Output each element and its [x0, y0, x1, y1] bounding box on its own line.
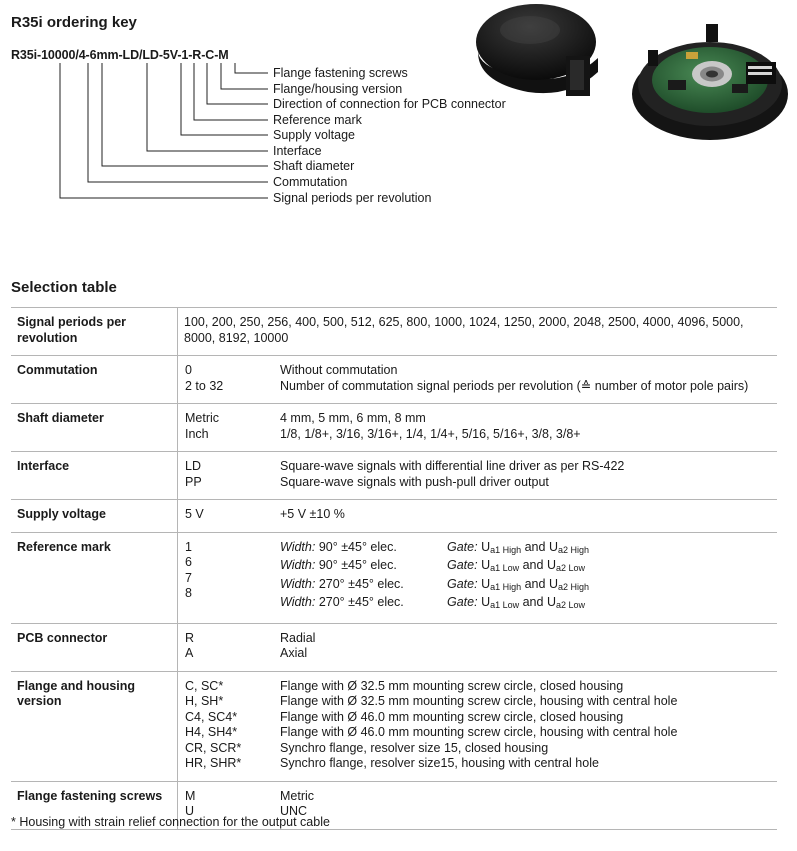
code: 6 — [185, 555, 192, 569]
code: 7 — [185, 570, 192, 585]
key-label-flange-screws: Flange fastening screws — [273, 66, 408, 80]
description: Synchro flange, resolver size15, housing… — [280, 756, 599, 770]
code: C4, SC4* — [185, 709, 238, 724]
description: Flange with Ø 46.0 mm mounting screw cir… — [280, 709, 624, 724]
ordering-key-title: R35i ordering key — [11, 14, 137, 31]
description: 4 mm, 5 mm, 6 mm, 8 mm — [280, 411, 426, 425]
ordering-code: R35i-10000/4-6mm-LD/LD-5V-1-R-C-M — [11, 48, 229, 62]
table-row: Interface LD PP Square-wave signals with… — [11, 451, 777, 500]
code: CR, SCR* — [185, 740, 242, 755]
table-row: Signal periods per revolution 100, 200, … — [11, 307, 777, 356]
param-reference-mark: Reference mark — [11, 532, 178, 623]
code: 2 to 32 — [185, 378, 224, 393]
table-row: Commutation 0 2 to 32 Without commutatio… — [11, 355, 777, 404]
code: H, SH* — [185, 694, 224, 708]
key-label-signal-periods: Signal periods per revolution — [273, 191, 432, 205]
code: 0 — [185, 363, 192, 377]
code: Metric — [185, 411, 220, 425]
param-signal-periods: Signal periods per revolution — [11, 307, 178, 356]
code: C, SC* — [185, 678, 224, 693]
code: A — [185, 646, 194, 660]
code: M — [185, 788, 196, 803]
table-row: Flange fastening screws M U Metric UNC — [11, 781, 777, 829]
description: Flange with Ø 46.0 mm mounting screw cir… — [280, 725, 678, 739]
param-flange-housing: Flange and housing version — [11, 671, 178, 781]
key-label-interface: Interface — [273, 144, 322, 158]
param-pcb-connector: PCB connector — [11, 623, 178, 671]
selection-table-title: Selection table — [11, 279, 117, 296]
signal-periods-values-line2: 8000, 8192, 10000 — [184, 330, 289, 345]
description: Number of commutation signal periods per… — [280, 378, 749, 393]
code: PP — [185, 474, 202, 489]
encoder-cover-image — [476, 4, 598, 96]
key-label-commutation: Commutation — [273, 175, 348, 189]
description: Square-wave signals with push-pull drive… — [280, 474, 549, 489]
code: H4, SH4* — [185, 725, 238, 739]
description: Flange with Ø 32.5 mm mounting screw cir… — [280, 694, 678, 708]
code: Inch — [185, 426, 209, 441]
description: Radial — [280, 630, 316, 645]
code: 1 — [185, 539, 192, 554]
description: Metric — [280, 788, 315, 803]
param-interface: Interface — [11, 451, 178, 500]
description: Flange with Ø 32.5 mm mounting screw cir… — [280, 678, 624, 693]
key-label-flange-housing: Flange/housing version — [273, 82, 403, 96]
selection-table: Signal periods per revolution 100, 200, … — [11, 307, 777, 830]
table-row: Flange and housing version C, SC* H, SH*… — [11, 671, 777, 781]
key-label-supply-voltage: Supply voltage — [273, 128, 356, 142]
description: Synchro flange, resolver size 15, closed… — [280, 740, 549, 755]
param-flange-screws: Flange fastening screws — [11, 781, 178, 829]
param-commutation: Commutation — [11, 355, 178, 404]
description: Axial — [280, 646, 308, 660]
code: U — [185, 804, 195, 818]
param-supply-voltage: Supply voltage — [11, 499, 178, 532]
key-label-pcb-direction: Direction of connection for PCB connecto… — [273, 97, 506, 111]
reference-mark-line: Width: 90° ±45° elec.Gate: Ua1 High and … — [280, 539, 590, 555]
footnote: * Housing with strain relief connection … — [11, 815, 330, 829]
description: +5 V ±10 % — [280, 507, 345, 521]
code: 5 V — [185, 507, 204, 521]
key-label-reference-mark: Reference mark — [273, 113, 362, 127]
key-label-shaft-diameter: Shaft diameter — [273, 159, 355, 173]
ordering-key-lines — [59, 63, 268, 199]
param-shaft-diameter: Shaft diameter — [11, 403, 178, 452]
encoder-board-image — [632, 24, 788, 140]
table-row: Shaft diameter Metric Inch 4 mm, 5 mm, 6… — [11, 403, 777, 452]
code: R — [185, 630, 195, 645]
reference-mark-line: Width: 90° ±45° elec.Gate: Ua1 Low and U… — [280, 558, 586, 573]
description: Square-wave signals with differential li… — [280, 459, 625, 473]
description: UNC — [280, 804, 308, 818]
reference-mark-line: Width: 270° ±45° elec.Gate: Ua1 High and… — [280, 576, 590, 592]
code: 8 — [185, 586, 192, 600]
table-row: Supply voltage 5 V +5 V ±10 % — [11, 499, 777, 532]
code: LD — [185, 459, 201, 473]
description: 1/8, 1/8+, 3/16, 3/16+, 1/4, 1/4+, 5/16,… — [280, 426, 581, 441]
table-row: PCB connector R A Radial Axial — [11, 623, 777, 671]
reference-mark-line: Width: 270° ±45° elec.Gate: Ua1 Low and … — [280, 595, 586, 610]
description: Without commutation — [280, 363, 398, 377]
table-row: Reference mark 1 6 7 8 Width: 90° ±45° e… — [11, 532, 777, 623]
signal-periods-values-line1: 100, 200, 250, 256, 400, 500, 512, 625, … — [184, 315, 744, 329]
code: HR, SHR* — [185, 756, 242, 770]
